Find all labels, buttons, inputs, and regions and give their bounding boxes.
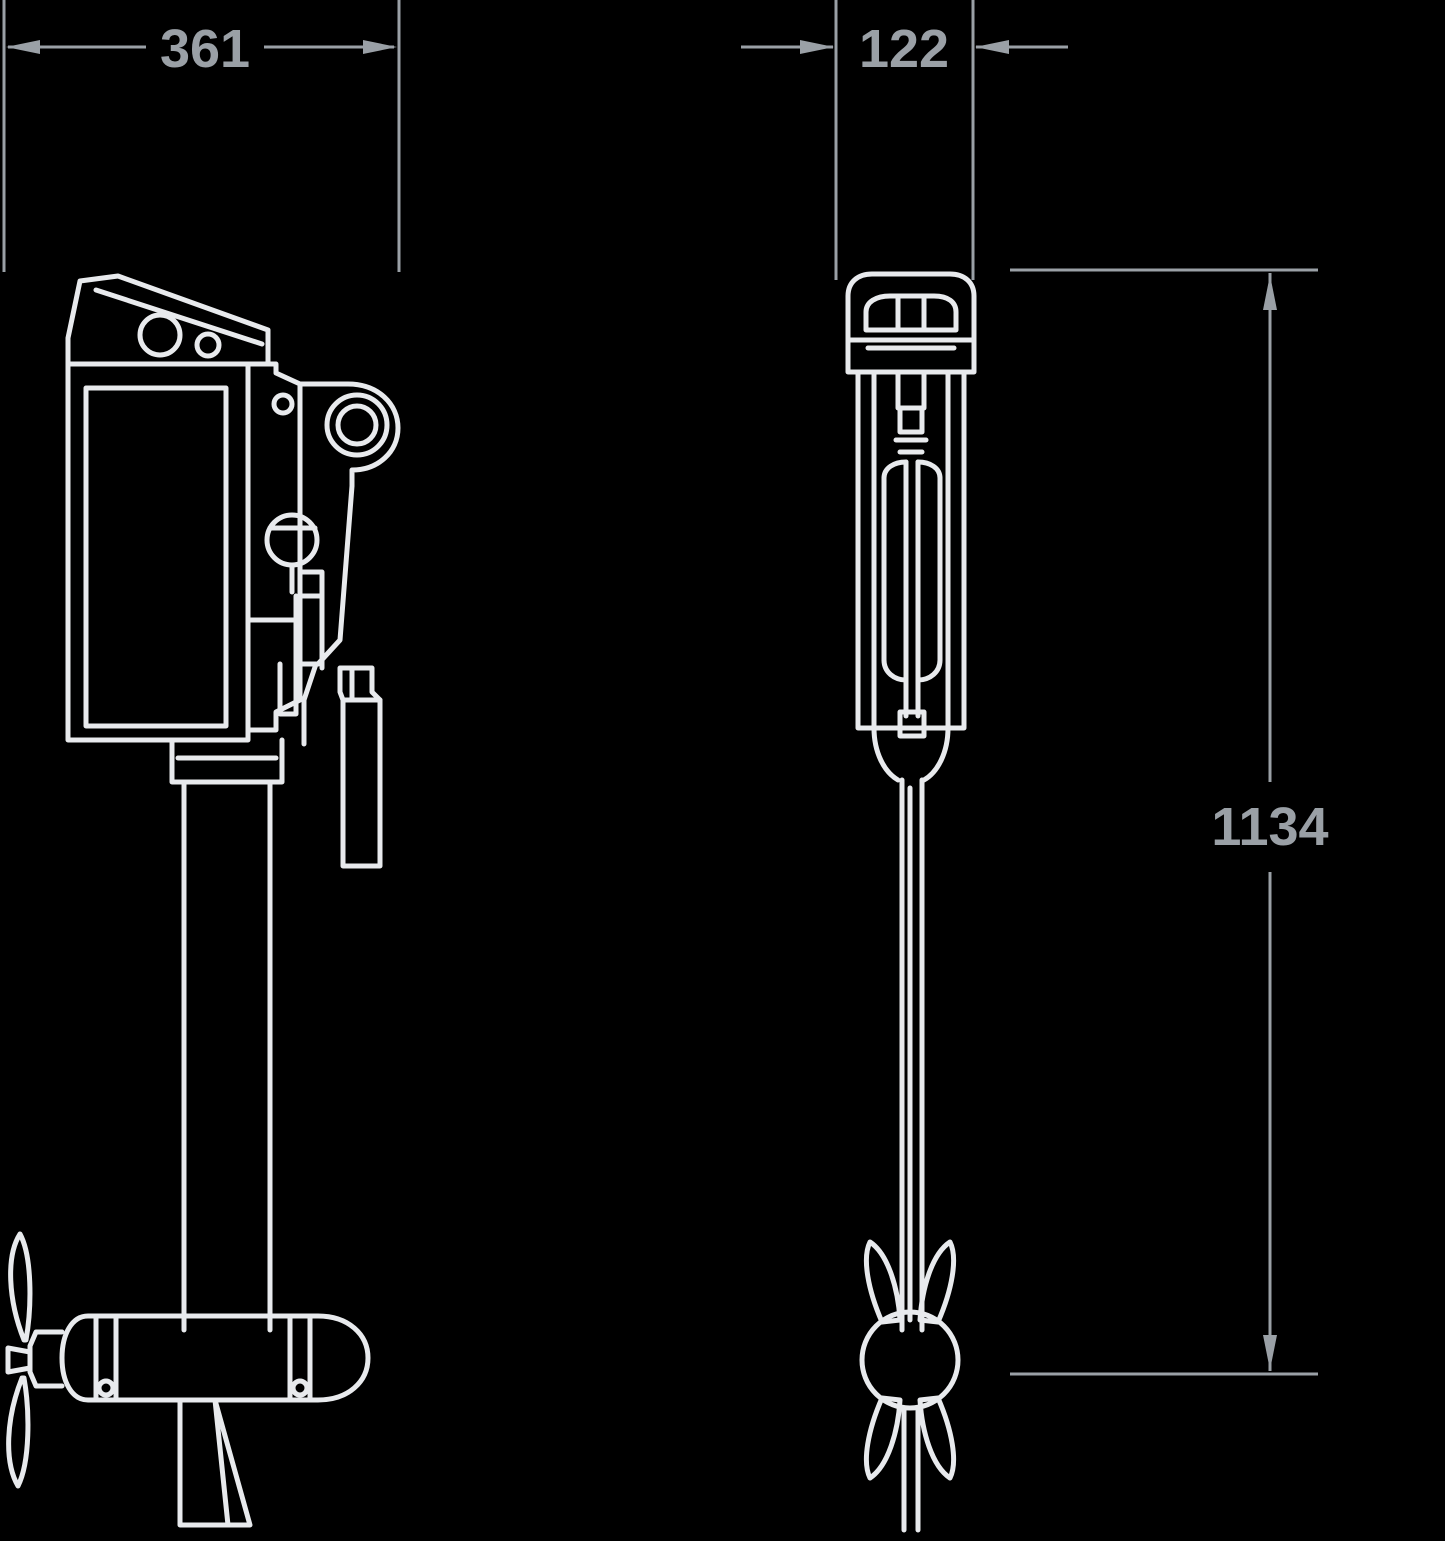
prop-hub <box>27 1329 65 1389</box>
front-tube-top-left <box>881 459 909 481</box>
front-housing <box>855 369 967 731</box>
front-prop-blade-lower-right <box>917 1395 957 1481</box>
front-motor-pod <box>859 1309 961 1411</box>
prop-nut <box>5 1345 33 1375</box>
front-head-window <box>863 293 959 333</box>
front-yoke-right <box>921 725 951 783</box>
bracket-bolt <box>271 392 295 416</box>
front-prop-blade-upper-right <box>917 1239 957 1325</box>
front-view <box>845 271 977 1533</box>
head-panel <box>83 385 229 729</box>
motor-head-housing <box>65 361 251 743</box>
skeg-fin <box>177 1397 253 1528</box>
front-lower-block <box>897 709 927 739</box>
dimension-label-1134: 1134 <box>1211 797 1328 857</box>
arrowhead-top-1134 <box>1263 275 1277 310</box>
shaft-collar <box>169 737 285 785</box>
front-control-top <box>895 369 927 411</box>
pivot-boss-inner <box>335 403 379 447</box>
pod-bolt-left <box>96 1378 116 1398</box>
tiller-handle <box>337 665 383 869</box>
linkage-block <box>297 569 325 599</box>
arrowhead-left-122 <box>800 40 834 54</box>
front-prop-blade-upper-left <box>863 1239 903 1325</box>
arrowhead-right-122 <box>975 40 1009 54</box>
clamp-link <box>301 661 319 747</box>
front-tube-top-right <box>915 459 943 481</box>
head-cover-edge <box>93 287 265 347</box>
head-knob-small <box>194 331 222 359</box>
clamp-prong-left <box>277 661 299 717</box>
arrowhead-left-361 <box>6 40 40 54</box>
head-knob-large <box>137 312 183 358</box>
depth-knob <box>264 512 320 568</box>
front-head-neck <box>845 337 977 375</box>
pivot-arm <box>297 381 401 667</box>
dimension-label-122: 122 <box>859 19 949 79</box>
front-tube-bot-left <box>881 657 909 683</box>
side-view <box>5 273 401 1528</box>
front-prop-blade-lower-left <box>863 1395 903 1481</box>
dimension-1134: 1134 <box>1010 268 1329 1376</box>
dimension-122: 122 <box>741 0 1068 280</box>
front-tube-bot-right <box>915 657 943 683</box>
arrowhead-right-361 <box>363 40 397 54</box>
mount-bracket <box>245 361 303 733</box>
dimension-361: 361 <box>2 0 401 272</box>
front-yoke-left <box>871 725 901 783</box>
pivot-boss-outer <box>324 392 390 458</box>
front-control-mid <box>897 405 925 435</box>
skeg-fin-edge <box>212 1397 231 1528</box>
motor-pod <box>59 1313 371 1403</box>
front-head-cap <box>845 271 977 343</box>
dimension-label-361: 361 <box>160 19 250 79</box>
prop-blade-lower <box>6 1375 31 1489</box>
prop-blade-upper <box>8 1231 33 1343</box>
pod-bolt-right <box>290 1378 310 1398</box>
arrowhead-bottom-1134 <box>1263 1335 1277 1370</box>
